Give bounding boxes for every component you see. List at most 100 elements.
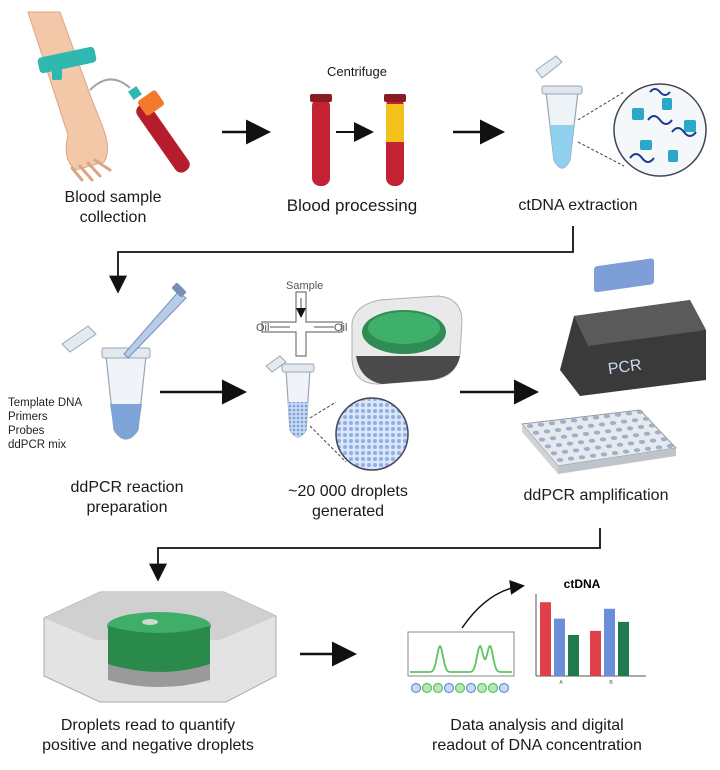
arm-illustration (27, 11, 131, 182)
label-oil-right: Oil (334, 322, 348, 334)
plate-well (649, 438, 657, 443)
plate-well (614, 412, 622, 417)
pcr-machine-icon: PCR (560, 258, 706, 396)
plate-well (622, 449, 630, 454)
bar (568, 635, 579, 676)
bar (590, 630, 601, 676)
plate-well (620, 419, 628, 424)
droplet-readout-circle (454, 682, 466, 694)
label-droplets-generated: ~20 000 droplets generated (268, 482, 428, 522)
plate-well (621, 434, 629, 439)
plate-well (555, 443, 563, 447)
droplets-zoom-circle (335, 397, 409, 471)
label-line: readout of DNA concentration (432, 737, 642, 754)
category-label: B (609, 680, 613, 686)
label-droplets-read: Droplets read to quantify positive and n… (28, 716, 268, 756)
droplet-readout-circle (476, 682, 488, 694)
plate-well (570, 418, 578, 423)
plate-well (660, 437, 668, 442)
droplet-generator-machine (351, 295, 463, 385)
plate-well (589, 453, 597, 458)
plate-well (627, 441, 635, 446)
plate-well (567, 456, 575, 461)
plate-well (626, 426, 634, 431)
droplet-generator-chip (261, 291, 343, 357)
label-blood-processing: Blood processing (286, 196, 418, 215)
droplet-tube-icon (265, 355, 315, 438)
pcr-screen-label: PCR (607, 357, 643, 379)
component-item: Template DNA (8, 397, 83, 409)
plate-well (560, 434, 568, 439)
analysis-curve-arrow (461, 579, 525, 629)
label-line: generated (311, 503, 385, 520)
plate-well (637, 425, 645, 429)
label-line: collection (79, 209, 147, 226)
plate-well (576, 425, 584, 430)
zoom-line-top (577, 91, 625, 121)
plate-well (644, 446, 652, 451)
label-ddpcr-reaction: ddPCR reaction preparation (52, 478, 202, 518)
label-line: ~20 000 droplets (288, 483, 408, 500)
droplet-peak-plot (407, 631, 515, 694)
plate-well (556, 458, 564, 462)
droplet-readout-circle (443, 682, 455, 694)
droplet-readout-circle (487, 682, 499, 694)
bar (618, 621, 629, 676)
component-item: Probes (8, 425, 45, 437)
droplet-readout-circle (410, 682, 422, 694)
reaction-components-list: Template DNA Primers Probes ddPCR mix (8, 396, 82, 452)
plate-well (636, 410, 644, 414)
plate-well (550, 451, 558, 456)
well-plate-icon (521, 409, 678, 474)
plate-well (571, 433, 579, 438)
plate-well (599, 437, 607, 442)
plate-well (638, 440, 646, 444)
plate-well (615, 427, 623, 432)
droplet-readout-circle (498, 682, 510, 694)
plate-well (600, 452, 608, 457)
droplet-zoom-line-top (309, 401, 337, 419)
plate-well (588, 438, 596, 443)
droplet-readout-circle (432, 682, 444, 694)
reaction-tube-icon (61, 325, 151, 440)
plate-well (616, 442, 624, 447)
plate-well (578, 455, 586, 460)
plate-well (592, 415, 600, 420)
plate-well (610, 436, 618, 440)
plate-well (561, 449, 569, 454)
plate-well (587, 423, 595, 428)
separated-blood-tube-icon (384, 94, 406, 186)
plate-well (583, 447, 591, 451)
plate-well (581, 417, 589, 421)
blood-tube-icon (128, 86, 190, 173)
plate-well (593, 430, 601, 435)
label-line: ddPCR reaction (70, 479, 184, 496)
plate-well (577, 440, 585, 445)
component-item: ddPCR mix (8, 439, 67, 451)
droplet-zoom-line-bottom (309, 425, 347, 463)
whole-blood-tube-icon (310, 94, 332, 186)
plate-well (632, 433, 640, 438)
plate-well (565, 426, 573, 431)
droplet-readout-circle (421, 682, 433, 694)
connector-2-3 (149, 528, 601, 582)
label-data-analysis: Data analysis and digital readout of DNA… (412, 716, 662, 756)
pipette-icon (123, 283, 187, 359)
plate-well (604, 429, 612, 434)
bar (554, 618, 565, 676)
label-sample: Sample (286, 280, 324, 292)
plate-well (666, 444, 674, 448)
plate-well (548, 421, 556, 426)
plate-well (611, 451, 619, 455)
plate-well (609, 421, 617, 425)
plate-well (559, 419, 567, 424)
plate-well (605, 444, 613, 449)
category-label: A (559, 680, 563, 686)
plate-well (642, 416, 650, 421)
label-line: Data analysis and digital (450, 717, 624, 734)
plate-well (549, 436, 557, 441)
zoom-line-bottom (577, 141, 625, 167)
bar (540, 602, 551, 676)
connector-1-2 (109, 226, 574, 294)
